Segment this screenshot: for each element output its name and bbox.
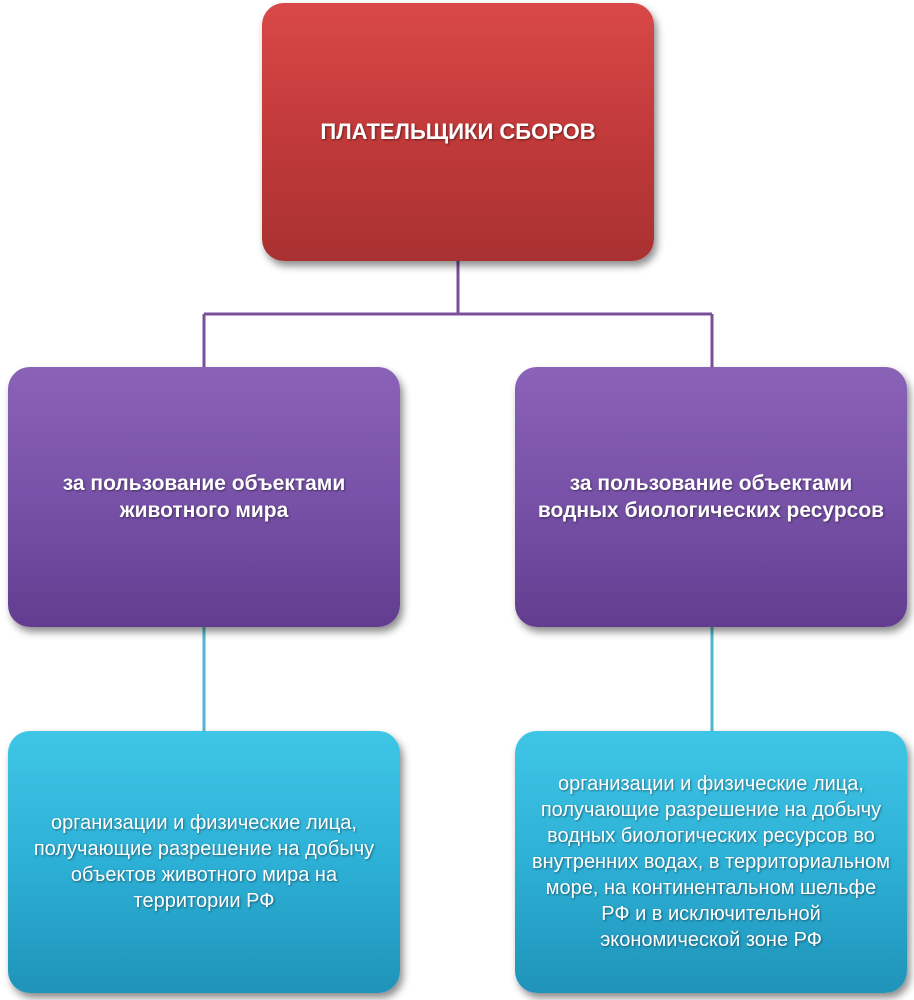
category-node-aquatic-label: за пользование объектами водных биологич… [537, 471, 885, 522]
category-node-wildlife: за пользование объектами животного мира [8, 367, 400, 627]
payer-node-wildlife-label: организации и физические лица, получающи… [33, 812, 375, 912]
category-node-aquatic: за пользование объектами водных биологич… [515, 367, 907, 627]
root-node: ПЛАТЕЛЬЩИКИ СБОРОВ [262, 3, 654, 261]
leaf-connector-group [202, 627, 714, 731]
payer-node-aquatic: организации и физические лица, получающи… [515, 731, 907, 993]
root-connector-group [202, 261, 714, 367]
root-node-label: ПЛАТЕЛЬЩИКИ СБОРОВ [320, 119, 596, 144]
category-node-wildlife-label: за пользование объектами животного мира [62, 471, 346, 522]
payer-node-aquatic-label: организации и физические лица, получающи… [531, 773, 891, 951]
payer-node-wildlife: организации и физические лица, получающи… [8, 731, 400, 993]
